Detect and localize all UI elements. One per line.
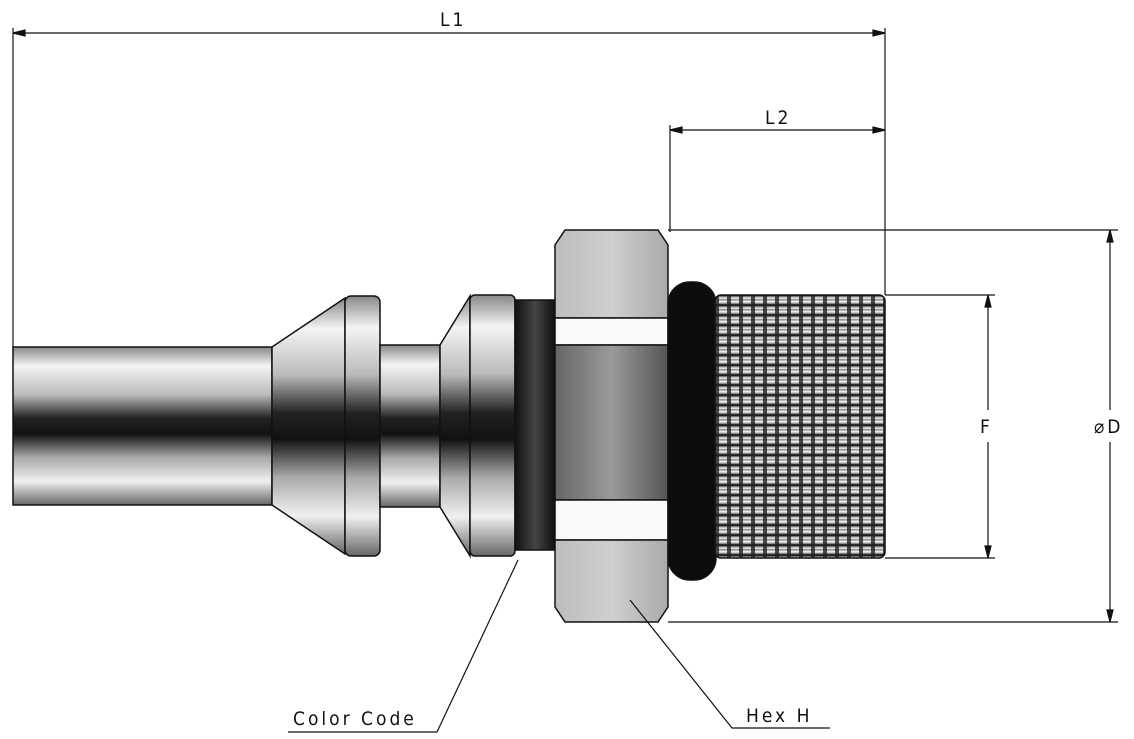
threaded-end — [714, 294, 886, 559]
color-code-callout: Color Code — [293, 708, 417, 730]
o-ring — [667, 281, 717, 581]
tube-stub — [12, 346, 273, 506]
flange — [344, 295, 381, 557]
cone — [271, 296, 346, 556]
ring — [469, 294, 516, 557]
color-code-band — [514, 299, 556, 551]
dimension-d-label: ⌀D — [1094, 416, 1123, 438]
fitting-body — [12, 229, 886, 623]
dimension-l2-label: L2 — [765, 107, 791, 129]
collar — [439, 293, 471, 559]
dimension-f-label: F — [980, 416, 993, 438]
hex-callout: Hex H — [746, 705, 812, 727]
hex-nut — [554, 229, 669, 623]
neck — [379, 344, 441, 508]
dimension-l1-label: L1 — [440, 9, 466, 31]
dimension-lines — [12, 28, 1118, 733]
